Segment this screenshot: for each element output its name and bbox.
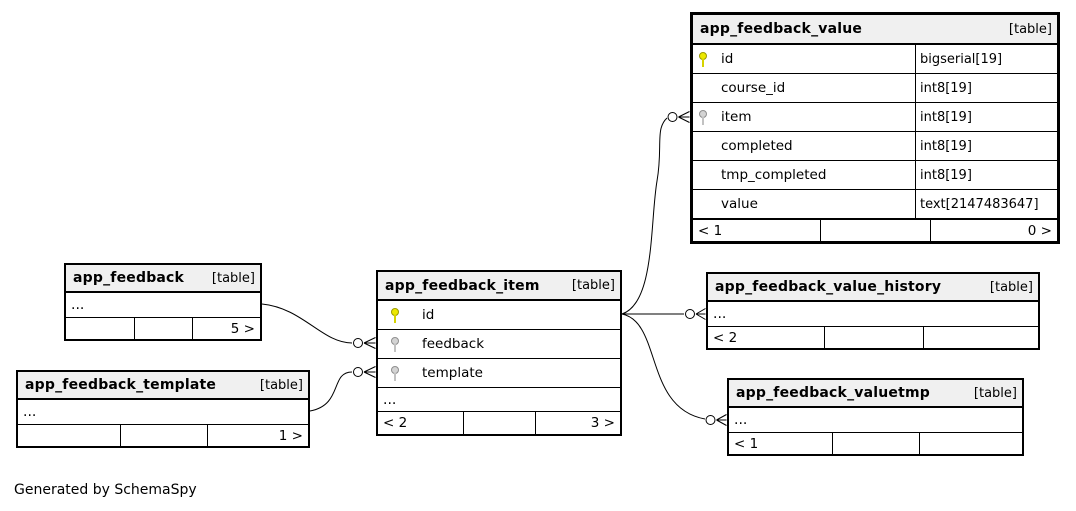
primary-key-icon (391, 307, 399, 324)
table-header: app_feedback [table] (66, 265, 260, 293)
table-name: app_feedback_valuetmp (736, 385, 931, 401)
column-type: int8[19] (920, 80, 972, 96)
table-name: app_feedback (73, 270, 185, 286)
footer-children-count: 5 > (192, 318, 260, 339)
footer-children-count: 1 > (206, 425, 309, 446)
column-name: tmp_completed (721, 167, 827, 183)
zero-cardinality-circle (353, 367, 363, 377)
table-footer: < 2 3 > (378, 411, 620, 434)
column-row: id bigserial[19] (693, 45, 1057, 73)
table-footer: < 1 0 > (693, 218, 1057, 241)
column-type: bigserial[19] (920, 51, 1003, 67)
footer-center-cell (831, 433, 920, 454)
table-name: app_feedback_item (385, 277, 540, 294)
table-app-feedback-template[interactable]: app_feedback_template [table] ... 1 > (16, 370, 310, 448)
column-row: template (378, 358, 620, 387)
crow-foot-many (716, 414, 727, 426)
ellipsis-row: ... (713, 306, 727, 322)
column-row: value text[2147483647] (693, 189, 1057, 218)
primary-key-icon (699, 51, 707, 68)
edge-item-id-to-value-item (621, 111, 690, 315)
column-name: completed (721, 138, 793, 154)
table-app-feedback-value-history[interactable]: app_feedback_value_history [table] ... <… (706, 272, 1040, 350)
table-footer: < 2 (708, 326, 1038, 348)
edge-app-feedback-template-to-item-template (309, 366, 376, 412)
column-name: item (721, 109, 752, 125)
column-name: value (721, 196, 758, 212)
ellipsis-row: ... (71, 297, 85, 313)
column-name: template (422, 365, 483, 381)
table-tag: [table] (259, 377, 303, 393)
table-app-feedback-value[interactable]: app_feedback_value [table] id bigserial[… (690, 12, 1060, 244)
crow-foot-many (678, 111, 690, 123)
generated-by-note: Generated by SchemaSpy (14, 482, 197, 498)
table-header: app_feedback_item [table] (378, 272, 620, 301)
column-row: item int8[19] (693, 102, 1057, 131)
column-name: id (422, 307, 435, 323)
crow-foot-many (695, 308, 706, 320)
footer-center-cell (133, 318, 192, 339)
ellipsis-row: ... (734, 412, 748, 428)
column-type: text[2147483647] (920, 196, 1039, 212)
column-name: course_id (721, 80, 786, 96)
table-tag: [table] (1008, 21, 1052, 37)
crow-foot-many (363, 337, 376, 349)
footer-children-count (919, 433, 1022, 454)
table-header: app_feedback_valuetmp [table] (729, 380, 1022, 408)
column-type: int8[19] (920, 109, 972, 125)
footer-parents-count (18, 425, 120, 446)
column-row: completed int8[19] (693, 131, 1057, 160)
zero-cardinality-circle (667, 112, 678, 122)
column-row: tmp_completed int8[19] (693, 160, 1057, 189)
foreign-key-icon (699, 109, 707, 126)
footer-center-cell (462, 412, 536, 434)
table-app-feedback[interactable]: app_feedback [table] ... 5 > (64, 263, 262, 341)
footer-center-cell (823, 327, 923, 348)
table-footer: 1 > (18, 424, 308, 446)
footer-parents-count: < 2 (713, 329, 738, 346)
table-footer: 5 > (66, 317, 260, 339)
column-type: int8[19] (920, 167, 972, 183)
ellipsis-row: ... (378, 387, 620, 411)
zero-cardinality-circle (685, 309, 695, 319)
footer-children-count: 3 > (535, 412, 620, 434)
table-footer: < 1 (729, 432, 1022, 454)
table-name: app_feedback_template (25, 377, 217, 393)
table-header: app_feedback_template [table] (18, 372, 308, 400)
footer-parents-count: < 2 (383, 415, 408, 431)
column-row: id (378, 301, 620, 329)
footer-parents-count (66, 318, 134, 339)
ellipsis-row: ... (23, 404, 37, 420)
table-header: app_feedback_value [table] (693, 15, 1057, 45)
footer-parents-count: < 1 (698, 222, 723, 239)
table-app-feedback-item[interactable]: app_feedback_item [table] id feedback te… (376, 270, 622, 436)
zero-cardinality-circle (353, 338, 363, 348)
column-row: feedback (378, 329, 620, 358)
zero-cardinality-circle (705, 415, 716, 425)
table-tag: [table] (973, 385, 1017, 401)
foreign-key-icon (391, 365, 399, 382)
table-header: app_feedback_value_history [table] (708, 274, 1038, 302)
footer-center-cell (119, 425, 207, 446)
column-name: feedback (422, 336, 485, 352)
crow-foot-many (363, 366, 376, 378)
column-row: course_id int8[19] (693, 73, 1057, 102)
table-tag: [table] (211, 270, 255, 286)
edge-item-id-to-value-history (622, 308, 706, 320)
column-type: int8[19] (920, 138, 972, 154)
table-app-feedback-valuetmp[interactable]: app_feedback_valuetmp [table] ... < 1 (727, 378, 1024, 456)
table-tag: [table] (571, 278, 615, 293)
footer-children-count: 0 > (929, 220, 1057, 241)
edge-app-feedback-to-item-feedback (261, 303, 376, 349)
foreign-key-icon (391, 336, 399, 353)
table-name: app_feedback_value (700, 21, 863, 37)
table-tag: [table] (989, 279, 1033, 295)
footer-children-count (922, 327, 1039, 348)
footer-parents-count: < 1 (734, 435, 759, 452)
column-name: id (721, 51, 734, 67)
table-name: app_feedback_value_history (715, 279, 942, 295)
footer-center-cell (820, 220, 929, 241)
